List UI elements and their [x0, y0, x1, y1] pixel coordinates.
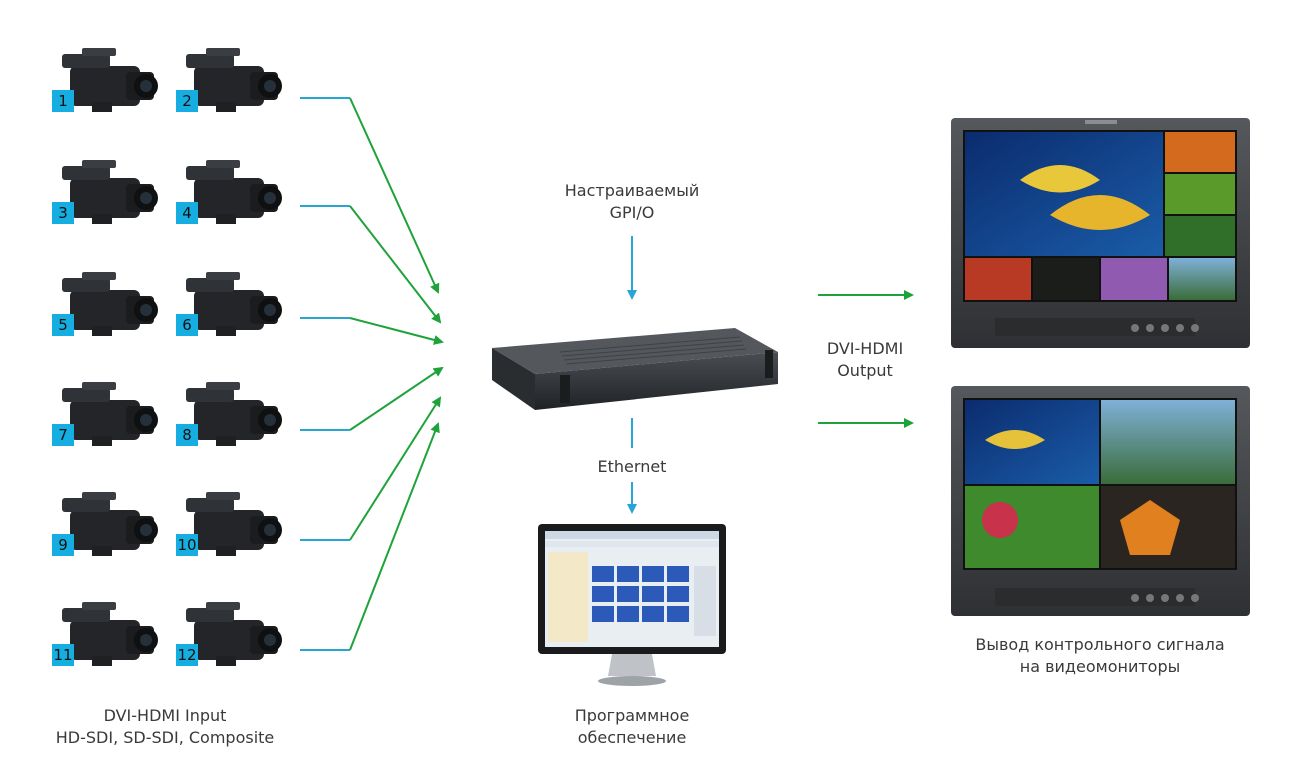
- camera-badge: [52, 90, 74, 112]
- camera-number: 6: [182, 316, 192, 334]
- camera-number: 11: [53, 646, 72, 664]
- camera-3-icon: 3: [52, 160, 158, 224]
- camera-number: 2: [182, 92, 192, 110]
- camera-6-icon: 6: [176, 272, 282, 336]
- camera-2-icon: 2: [176, 48, 282, 112]
- software-label: Программное обеспечение: [574, 706, 690, 747]
- gpio-label: Настраиваемый GPI/O: [564, 181, 700, 222]
- connector-green-arrow: [349, 396, 442, 541]
- input-label: DVI-HDMI Input HD-SDI, SD-SDI, Composite: [55, 706, 275, 747]
- connector-green-arrow: [349, 366, 444, 431]
- camera-badge: [52, 424, 74, 446]
- camera-12-icon: 12: [176, 602, 282, 666]
- camera-badge: [176, 424, 198, 446]
- connector-green-arrow: [349, 317, 444, 345]
- multiviewer-processor-icon: [492, 328, 778, 410]
- camera-badge: [176, 314, 198, 336]
- video-monitor-bottom-icon: [951, 386, 1250, 616]
- camera-10-icon: 10: [176, 492, 282, 556]
- connector-green-arrow: [349, 422, 440, 651]
- camera-8-icon: 8: [176, 382, 282, 446]
- camera-badge: [52, 202, 74, 224]
- camera-badge: [52, 534, 74, 556]
- connector-green-arrow: [349, 205, 442, 324]
- camera-badge: [176, 90, 198, 112]
- camera-number: 5: [58, 316, 68, 334]
- camera-number: 4: [182, 204, 192, 222]
- camera-badge: [176, 534, 198, 556]
- camera-number: 1: [58, 92, 68, 110]
- camera-7-icon: 7: [52, 382, 158, 446]
- camera-number: 10: [177, 536, 196, 554]
- camera-number: 9: [58, 536, 68, 554]
- ethernet-label: Ethernet: [597, 457, 667, 476]
- monitors-label: Вывод контрольного сигнала на видеомонит…: [975, 635, 1225, 676]
- camera-badge: [52, 314, 74, 336]
- camera-1-icon: 1: [52, 48, 158, 112]
- camera-5-icon: 5: [52, 272, 158, 336]
- camera-number: 12: [177, 646, 196, 664]
- camera-number: 7: [58, 426, 68, 444]
- camera-badge: [176, 202, 198, 224]
- connector-green-arrow: [349, 97, 440, 294]
- output-label: DVI-HDMI Output: [826, 339, 904, 380]
- camera-badge: [52, 644, 74, 666]
- camera-11-icon: 11: [52, 602, 158, 666]
- video-monitor-top-icon: [951, 118, 1250, 348]
- camera-4-icon: 4: [176, 160, 282, 224]
- camera-number: 8: [182, 426, 192, 444]
- camera-badge: [176, 644, 198, 666]
- camera-9-icon: 9: [52, 492, 158, 556]
- camera-number: 3: [58, 204, 68, 222]
- software-monitor-icon: [538, 524, 726, 686]
- camera-connectors: [300, 97, 444, 651]
